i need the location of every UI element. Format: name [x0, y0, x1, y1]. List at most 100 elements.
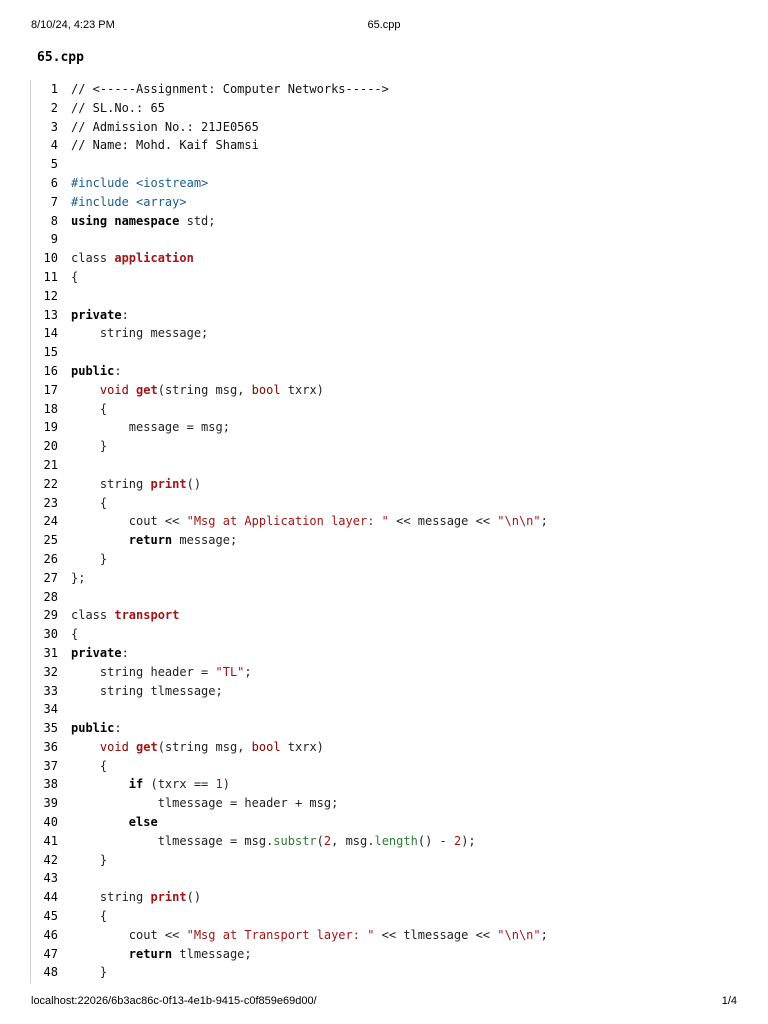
code-text: message = msg;: [71, 418, 230, 437]
code-token: {: [71, 269, 79, 284]
code-text: class transport: [71, 606, 179, 625]
code-token: {: [71, 495, 108, 510]
code-text: // SL.No.: 65: [71, 99, 165, 118]
line-number: 3: [50, 119, 58, 134]
code-line: 17 void get(string msg, bool txrx): [34, 381, 734, 400]
code-token: using namespace: [71, 213, 180, 228]
line-number: 18: [43, 401, 58, 416]
code-line: 4// Name: Mohd. Kaif Shamsi: [34, 136, 734, 155]
code-text: // <-----Assignment: Computer Networks--…: [71, 80, 389, 99]
code-token: {: [71, 627, 79, 642]
code-token: (: [316, 833, 324, 848]
code-token: "Msg at Transport layer: ": [186, 927, 375, 942]
code-token: :: [114, 721, 122, 736]
code-token: "TL": [215, 664, 245, 679]
code-line: 26 }: [34, 550, 734, 569]
code-token: 1: [215, 777, 223, 792]
code-token: [71, 383, 100, 397]
code-text: {: [71, 907, 107, 926]
line-number: 8: [50, 213, 58, 228]
code-token: void: [99, 382, 129, 397]
line-number: 32: [43, 664, 58, 679]
code-token: [129, 740, 136, 754]
line-number: 31: [43, 645, 58, 660]
line-number: 11: [43, 269, 58, 284]
page-title: 65.cpp: [37, 50, 84, 65]
line-number: 33: [43, 683, 58, 698]
line-number: 34: [43, 702, 58, 717]
print-datetime: 8/10/24, 4:23 PM: [31, 19, 115, 31]
code-line: 24 cout << "Msg at Application layer: " …: [34, 512, 734, 531]
code-line: 45 {: [34, 907, 734, 926]
line-number: 47: [43, 946, 58, 961]
line-number: 35: [43, 721, 58, 736]
line-number: 28: [43, 589, 58, 604]
code-token: );: [461, 833, 476, 848]
line-number: 38: [43, 777, 58, 792]
code-line: 28: [34, 588, 734, 607]
line-number: 42: [43, 852, 58, 867]
line-number: 20: [43, 439, 58, 454]
print-doc-title: 65.cpp: [367, 19, 401, 31]
code-line: 41 tlmessage = msg.substr(2, msg.length(…: [34, 832, 734, 851]
code-text: public:: [71, 362, 122, 381]
line-number: 37: [43, 758, 58, 773]
line-number: 15: [43, 345, 58, 360]
code-line: 48 }: [34, 963, 734, 982]
code-line: 1 // <-----Assignment: Computer Networks-…: [34, 80, 734, 99]
code-line: 3// Admission No.: 21JE0565: [34, 118, 734, 137]
line-number: 17: [43, 382, 58, 397]
code-token: private: [71, 307, 122, 322]
code-text: };: [71, 569, 85, 588]
code-token: // <-----Assignment: Computer Networks--…: [71, 82, 389, 96]
code-line: 2// SL.No.: 65: [34, 99, 734, 118]
code-token: << tlmessage <<: [374, 927, 498, 942]
code-token: :: [121, 645, 129, 660]
line-number: 1: [50, 82, 58, 96]
code-token: print: [150, 890, 187, 905]
code-token: :: [114, 363, 122, 378]
code-line: 37 {: [34, 757, 734, 776]
line-number: 24: [43, 514, 58, 529]
line-number: 46: [43, 927, 58, 942]
code-token: string: [71, 476, 151, 491]
code-text: {: [71, 268, 78, 287]
code-text: return message;: [71, 531, 237, 550]
code-token: }: [71, 852, 108, 867]
line-number: 7: [50, 194, 58, 209]
page-number: 1/4: [721, 995, 737, 1007]
print-url: localhost:22026/6b3ac86c-0f13-4e1b-9415-…: [31, 995, 317, 1007]
code-text: class application: [71, 249, 194, 268]
code-token: std;: [179, 213, 216, 228]
code-text: public:: [71, 719, 122, 738]
code-line: 46 cout << "Msg at Transport layer: " <<…: [34, 926, 734, 945]
code-line: 14 string message;: [34, 324, 734, 343]
line-number: 29: [43, 608, 58, 623]
code-token: length: [374, 833, 418, 848]
line-number: 25: [43, 533, 58, 548]
code-text: string print(): [71, 888, 201, 907]
code-token: tlmessage = header + msg;: [71, 796, 339, 811]
code-line: 22 string print(): [34, 475, 734, 494]
code-token: else: [128, 815, 158, 830]
line-number: 39: [43, 796, 58, 811]
code-line: 7#include <array>: [34, 193, 734, 212]
code-text: }: [71, 963, 107, 982]
code-text: string print(): [71, 475, 201, 494]
line-number: 45: [43, 909, 58, 924]
code-token: }: [71, 551, 108, 566]
line-number: 40: [43, 815, 58, 830]
code-token: () -: [417, 833, 454, 848]
line-number-gutter-divider: [30, 80, 31, 983]
code-line: 27};: [34, 569, 734, 588]
code-token: [71, 740, 100, 754]
code-line: 11 {: [34, 268, 734, 287]
code-line: 18 {: [34, 400, 734, 419]
code-line: 40 else: [34, 813, 734, 832]
code-text: }: [71, 550, 107, 569]
code-text: private:: [71, 644, 129, 663]
code-token: {: [71, 909, 108, 924]
code-token: application: [114, 251, 194, 266]
code-token: "\n\n": [497, 514, 541, 529]
line-number: 48: [43, 965, 58, 980]
